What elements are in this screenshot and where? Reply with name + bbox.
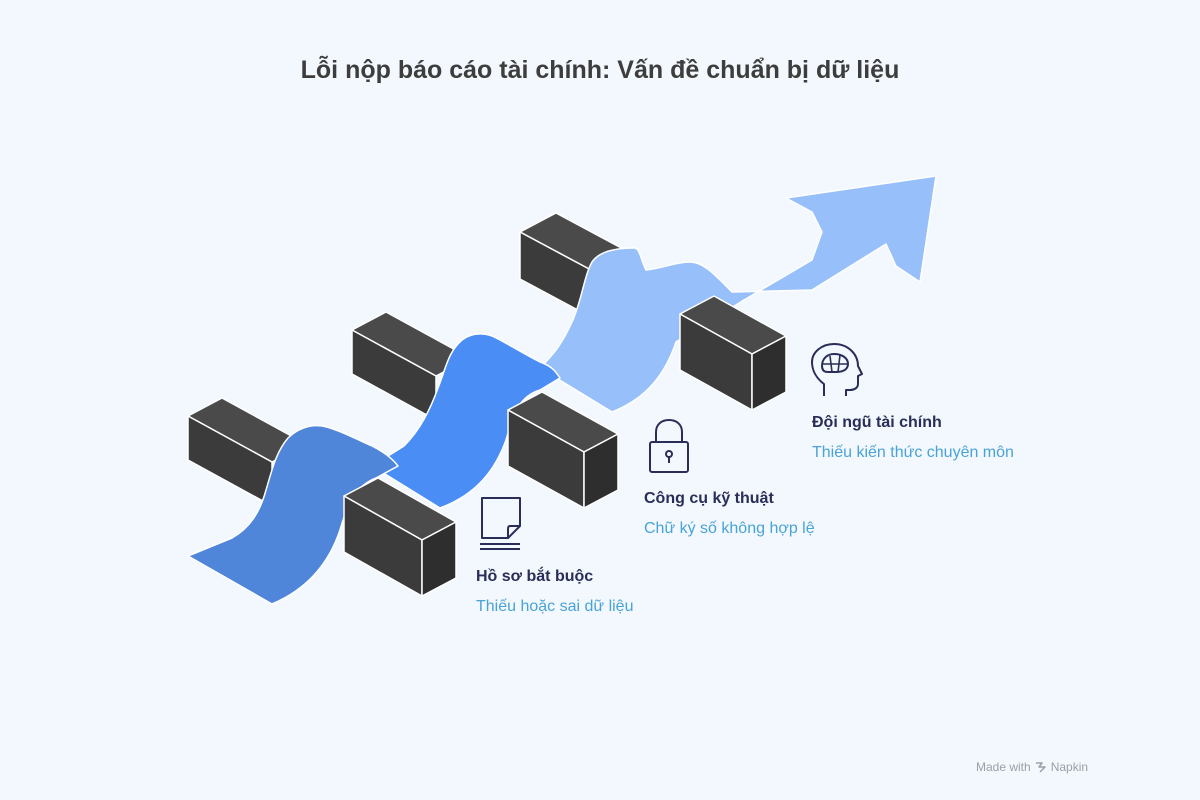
step-3-title: Đội ngũ tài chính bbox=[812, 414, 942, 431]
step-2-label: Công cụ kỹ thuật Chữ ký số không hợp lệ bbox=[644, 490, 815, 538]
barrier-1-front bbox=[343, 477, 457, 597]
barrier-1-back bbox=[187, 397, 307, 507]
credit-prefix: Made with bbox=[976, 760, 1031, 774]
barrier-2-front bbox=[507, 391, 619, 509]
step-2-title: Công cụ kỹ thuật bbox=[644, 490, 774, 507]
ribbon-segment-1 bbox=[187, 424, 399, 605]
barrier-2-back bbox=[351, 311, 471, 421]
lock-icon bbox=[649, 418, 689, 473]
barrier-3-front bbox=[679, 295, 787, 411]
brain-head-icon bbox=[811, 343, 863, 396]
diagram-title: Lỗi nộp báo cáo tài chính: Vấn đề chuẩn … bbox=[300, 56, 900, 84]
step-3-label: Đội ngũ tài chính Thiếu kiến thức chuyên… bbox=[812, 414, 1014, 462]
credit-brand: Napkin bbox=[1050, 760, 1089, 774]
step-1-title: Hồ sơ bắt buộc bbox=[476, 568, 594, 585]
document-icon bbox=[480, 497, 521, 550]
napkin-logo-icon bbox=[1035, 762, 1046, 773]
made-with-credit[interactable]: Made with Napkin bbox=[976, 760, 1088, 774]
step-3-description: Thiếu kiến thức chuyên môn bbox=[812, 444, 1014, 461]
step-1-label: Hồ sơ bắt buộc Thiếu hoặc sai dữ liệu bbox=[476, 568, 633, 616]
step-1-description: Thiếu hoặc sai dữ liệu bbox=[476, 598, 634, 615]
ribbon-segment-2 bbox=[371, 333, 561, 509]
step-2-description: Chữ ký số không hợp lệ bbox=[644, 520, 815, 537]
